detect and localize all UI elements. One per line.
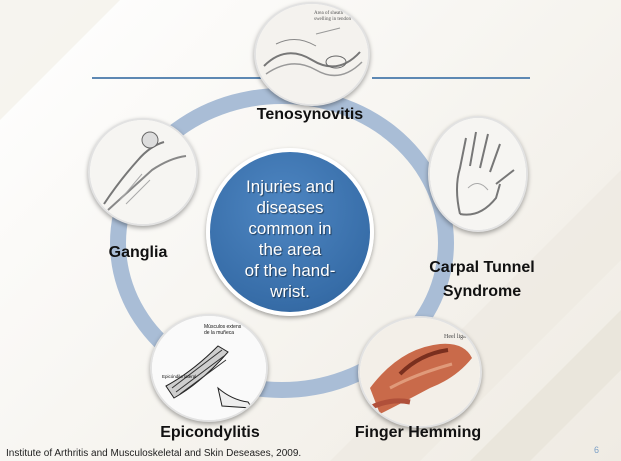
image-caption: Area of sheath — [314, 11, 344, 16]
epicondylitis-image: Músculos extens de la muñeca Epicóndilo … — [150, 314, 268, 422]
label-finger-hemming: Finger Hemming — [336, 424, 500, 442]
tenosynovitis-image: Area of sheath swelling in tendon — [254, 2, 370, 106]
title-rule-right — [372, 77, 530, 79]
center-title: Injuries and diseases common in the area… — [245, 162, 336, 302]
label-epicondylitis: Epicondylitis — [140, 424, 280, 442]
title-rule-left — [92, 77, 262, 79]
center-line: diseases — [245, 197, 336, 218]
label-tenosynovitis: Tenosynovitis — [240, 106, 380, 124]
citation-footnote: Institute of Arthritis and Musculoskelet… — [6, 448, 301, 459]
center-line: common in — [245, 218, 336, 239]
ganglia-image — [88, 118, 198, 226]
hand-sketch-icon — [430, 118, 526, 230]
tendon-sketch-icon: Area of sheath swelling in tendon — [256, 4, 368, 104]
image-caption: swelling in tendon — [314, 17, 351, 22]
finger-hemming-image: Heel liga — [358, 316, 482, 428]
page-number: 6 — [594, 445, 599, 455]
center-line: Injuries and — [245, 176, 336, 197]
center-circle: Injuries and diseases common in the area… — [206, 148, 374, 316]
center-line: of the hand- — [245, 260, 336, 281]
center-line: wrist. — [245, 281, 336, 302]
label-carpal-tunnel: Carpal Tunnel Syndrome — [412, 256, 552, 304]
label-line: Syndrome — [443, 283, 521, 300]
image-caption: de la muñeca — [204, 330, 234, 336]
forearm-muscle-icon: Músculos extens de la muñeca Epicóndilo … — [152, 316, 266, 420]
center-line: the area — [245, 239, 336, 260]
wrist-ganglion-icon — [90, 120, 196, 224]
label-line: Carpal Tunnel — [429, 259, 535, 276]
image-caption: Heel liga — [444, 334, 466, 340]
carpal-tunnel-image — [428, 116, 528, 232]
image-caption: Epicóndilo lateral — [162, 374, 196, 379]
label-ganglia: Ganglia — [88, 244, 188, 262]
hand-anatomy-icon: Heel liga — [360, 318, 480, 426]
